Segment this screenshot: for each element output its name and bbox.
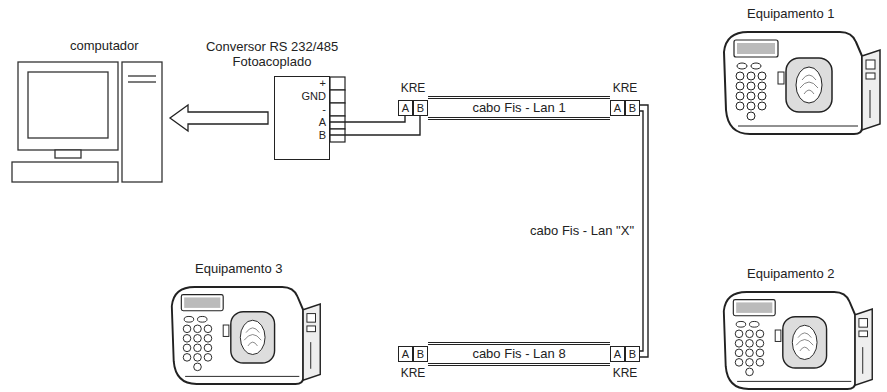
- device-drawing: [724, 292, 872, 389]
- device-title: Conversor RS 232/485 Fotoacoplado: [197, 39, 347, 69]
- computer-drawing: [12, 62, 162, 182]
- cable-label: cabo Fis - Lan 8: [428, 345, 610, 363]
- device-title: Equipamento 1: [747, 6, 834, 21]
- pin-label: A: [398, 346, 413, 362]
- converter-box: Conversor RS 232/485 Fotoacoplado+GND-AB: [274, 76, 330, 160]
- pin-label: B: [413, 100, 428, 116]
- cable-wire: [640, 105, 648, 357]
- cable-box: cabo Fis - Lan 8: [428, 342, 610, 366]
- connector-title: KRE: [604, 366, 646, 380]
- terminal-label: B: [319, 129, 326, 142]
- cable-label: cabo Fis - Lan "X": [528, 223, 636, 238]
- block-arrow: [170, 105, 268, 131]
- device: Equipamento 2: [720, 290, 877, 390]
- cable-label: cabo Fis - Lan 1: [428, 99, 610, 117]
- terminal-block: [330, 77, 345, 142]
- pin-label: B: [413, 346, 428, 362]
- device-drawing: [172, 287, 320, 384]
- kre-connector: KREAB: [610, 100, 640, 116]
- cable-box: cabo Fis - Lan 1: [428, 96, 610, 120]
- computer: computador: [12, 62, 162, 182]
- device-title: Equipamento 3: [195, 261, 282, 276]
- terminal-label: +: [320, 77, 326, 90]
- pin-label: B: [625, 100, 640, 116]
- kre-connector: KREAB: [398, 346, 428, 362]
- kre-connector: KREAB: [398, 100, 428, 116]
- device-drawing: [724, 32, 880, 134]
- device: Equipamento 3: [168, 285, 325, 385]
- pin-label: A: [610, 100, 625, 116]
- connector-title: KRE: [604, 81, 646, 95]
- terminal-label: A: [319, 116, 326, 129]
- device-title: computador: [70, 38, 139, 53]
- terminal-label: GND: [302, 90, 326, 103]
- connector-title: KRE: [392, 366, 434, 380]
- pin-label: A: [398, 100, 413, 116]
- kre-connector: KREAB: [610, 346, 640, 362]
- pin-label: A: [610, 346, 625, 362]
- terminal-label: -: [322, 103, 326, 116]
- device-title: Equipamento 2: [747, 266, 834, 281]
- device: Equipamento 1: [720, 30, 885, 135]
- cable-wire: [330, 116, 420, 135]
- pin-label: B: [625, 346, 640, 362]
- connector-title: KRE: [392, 81, 434, 95]
